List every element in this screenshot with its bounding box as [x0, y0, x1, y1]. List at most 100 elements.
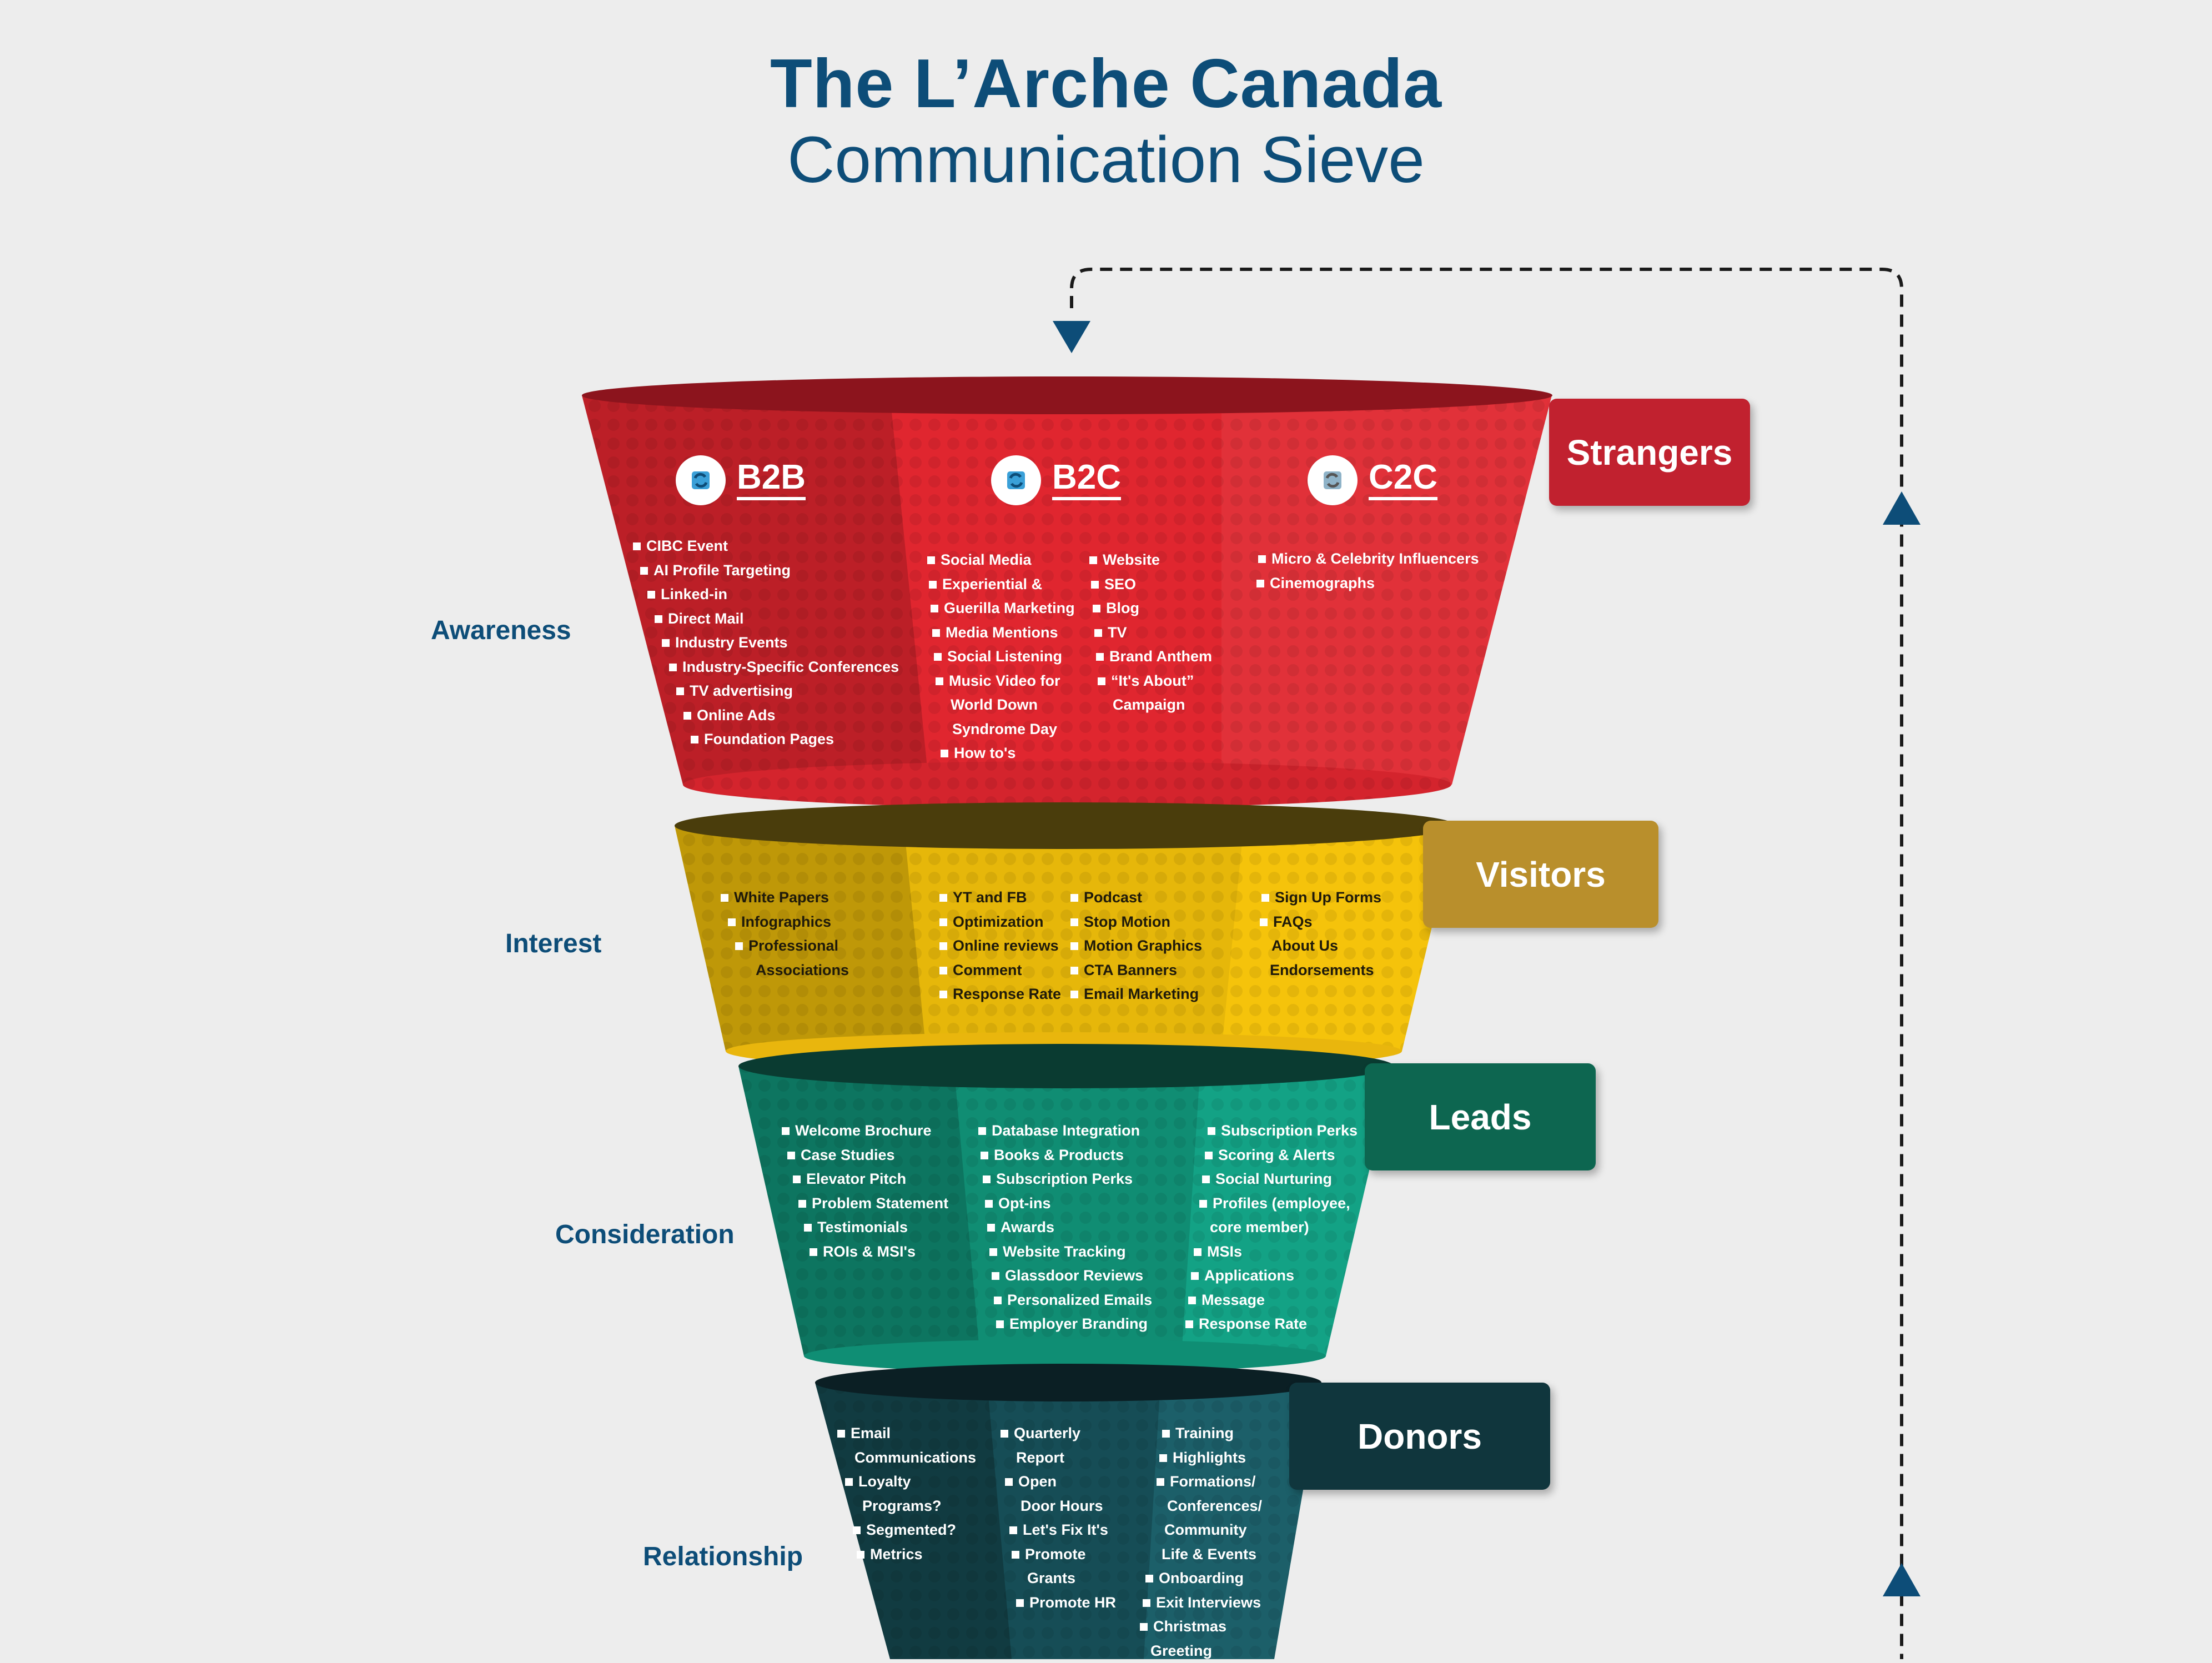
list-item: core member): [1197, 1215, 1358, 1240]
bullet-icon: [996, 1320, 1004, 1328]
arrow-up-icon: [1883, 491, 1921, 525]
list-item-text: Communications: [854, 1449, 976, 1466]
list-item-text: Testimonials: [817, 1219, 908, 1235]
list-item-text: Books & Products: [994, 1147, 1124, 1163]
list-item-text: Industry-Specific Conferences: [682, 659, 899, 675]
list-item-text: Welcome Brochure: [795, 1122, 932, 1139]
bullet-icon: [735, 942, 743, 950]
bullet-icon: [804, 1224, 812, 1232]
tag-leads: Leads: [1365, 1063, 1596, 1170]
list-item-text: Linked-in: [661, 586, 727, 602]
list-item: Life & Events: [1148, 1543, 1262, 1567]
list-item: SEO: [1091, 572, 1212, 597]
arrow-down-icon: [1053, 321, 1090, 353]
list-item: Conferences/: [1154, 1494, 1262, 1519]
list-item: Subscription Perks: [983, 1167, 1152, 1192]
list-item-text: Subscription Perks: [996, 1170, 1133, 1187]
list-item: TV advertising: [676, 679, 899, 704]
list-item: Social Nurturing: [1202, 1167, 1358, 1192]
bullet-icon: [782, 1127, 790, 1135]
segment-label: B2C: [1052, 460, 1121, 500]
list-item: Infographics: [728, 910, 849, 935]
list-item: Email: [837, 1421, 976, 1446]
list-item-text: TV advertising: [690, 682, 793, 699]
list-item: Social Media: [927, 548, 1075, 572]
bullet-icon: [1191, 1272, 1199, 1280]
list-item-text: Glassdoor Reviews: [1005, 1267, 1143, 1284]
refresh-icon: [1308, 455, 1358, 505]
tag-strangers: Strangers: [1549, 399, 1750, 506]
list-item-text: Metrics: [870, 1546, 923, 1562]
list-item-text: Sign Up Forms: [1275, 889, 1381, 906]
list-item: Promote HR: [1016, 1591, 1116, 1615]
list-item: CTA Banners: [1070, 958, 1202, 983]
bullet-icon: [934, 653, 942, 661]
list-item-text: Social Nurturing: [1215, 1170, 1332, 1187]
list-item: Glassdoor Reviews: [992, 1264, 1152, 1288]
list-item: Industry-Specific Conferences: [669, 655, 899, 680]
list-item-text: Subscription Perks: [1221, 1122, 1358, 1139]
list-item-text: TV: [1108, 624, 1127, 641]
list-item: Optimization: [939, 910, 1061, 935]
list-item: Promote: [1012, 1543, 1116, 1567]
list-item: Case Studies: [787, 1143, 948, 1168]
bullet-icon: [989, 1248, 997, 1256]
list-item: FAQs: [1260, 910, 1381, 935]
list-item: Comment: [939, 958, 1061, 983]
bullet-icon: [1009, 1526, 1017, 1534]
bullet-icon: [1162, 1430, 1170, 1438]
list-item-text: Endorsements: [1270, 962, 1374, 978]
list-item-text: Promote HR: [1029, 1594, 1116, 1611]
list-item: Guerilla Marketing: [931, 596, 1075, 621]
list-item: Onboarding: [1145, 1566, 1262, 1591]
bullet-icon: [676, 687, 684, 695]
list-item-text: Opt-ins: [998, 1195, 1051, 1212]
list-item: Blog: [1093, 596, 1212, 621]
list-item: Brand Anthem: [1096, 645, 1212, 669]
list-item: Grants: [1014, 1566, 1116, 1591]
bullet-icon: [939, 942, 947, 950]
list-item-text: How to's: [954, 745, 1015, 761]
bullet-icon: [932, 629, 940, 637]
bullet-icon: [987, 1224, 995, 1232]
bullet-icon: [633, 542, 641, 550]
list-item: Loyalty: [845, 1470, 976, 1494]
bullet-icon: [787, 1152, 795, 1159]
bullet-icon: [1089, 556, 1097, 564]
list-item-text: Brand Anthem: [1109, 648, 1212, 665]
stage-label-relationship: Relationship: [643, 1541, 803, 1572]
list-item: Cinemographs: [1256, 571, 1479, 596]
list-item-text: Associations: [756, 962, 849, 978]
list-item: MSIs: [1194, 1240, 1358, 1264]
list-item-text: Micro & Celebrity Influencers: [1271, 550, 1479, 567]
bullet-icon: [691, 736, 698, 743]
arrow-up-icon: [1883, 1563, 1921, 1596]
list-item-text: Door Hours: [1020, 1498, 1103, 1514]
list-item-text: Greeting: [1150, 1642, 1212, 1659]
bullet-icon: [1140, 1623, 1148, 1631]
list-item: Formations/: [1157, 1470, 1262, 1494]
list-item-text: White Papers: [734, 889, 829, 906]
list-item-text: CIBC Event: [646, 537, 728, 554]
list-item-text: Response Rate: [1199, 1315, 1307, 1332]
bullet-icon: [1258, 555, 1266, 563]
bullet-icon: [1185, 1320, 1193, 1328]
segment-header-c2c: C2C: [1308, 455, 1437, 505]
list-item: Sign Up Forms: [1261, 886, 1381, 910]
bullet-icon: [1159, 1454, 1167, 1462]
list-item-text: Social Media: [941, 551, 1032, 568]
bullet-icon: [1261, 894, 1269, 902]
list-item-text: Stop Motion: [1084, 913, 1170, 930]
list-item-text: Message: [1201, 1292, 1265, 1308]
list-item-text: Music Video for: [949, 672, 1060, 689]
bullet-icon: [981, 1152, 988, 1159]
list-item: Metrics: [857, 1543, 976, 1567]
bullet-icon: [1093, 605, 1100, 612]
segment-header-b2c: B2C: [991, 455, 1121, 505]
